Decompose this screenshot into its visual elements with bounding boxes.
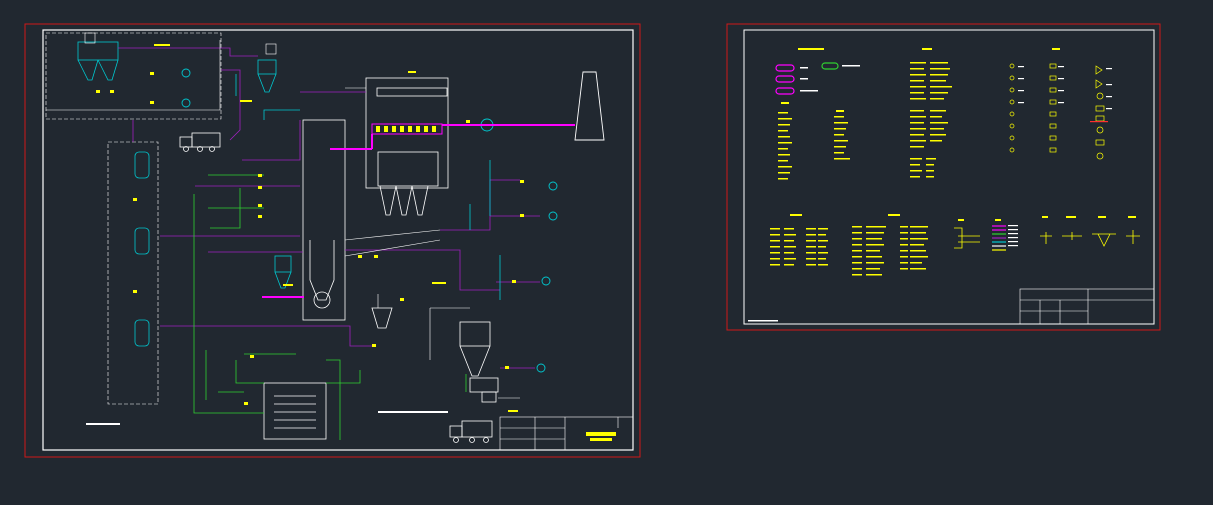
truck-icon [179,132,221,152]
title-block [1019,288,1155,325]
filter-bag-row [371,123,443,135]
drawing-note [378,411,448,413]
bag-filter-unit [365,77,449,216]
legend-table-lower-2 [852,226,928,276]
instrument-symbol-labels [1018,66,1112,110]
hopper-icon [274,255,292,289]
equipment-legend-symbols [954,227,1140,249]
line-type-legend [992,225,1006,251]
line-type-legend-text [1008,225,1018,247]
title-block [499,416,634,451]
drawing-note [748,320,778,322]
small-cyclone [371,307,393,329]
legend-column-3 [910,62,952,178]
line-type-symbols [775,62,839,95]
instrument-tags [154,44,518,412]
process-lines-green [193,174,467,440]
filter-bag-valves [376,126,436,132]
drawing-note [86,423,120,425]
process-lines-magenta [262,124,575,298]
chimney-icon [574,71,605,141]
valve-icon [96,72,524,405]
legend-column-1 [778,112,792,180]
title-text [586,432,616,436]
storage-tank [263,382,327,440]
title-text [590,438,612,441]
tag-box [265,43,277,55]
cyclone-hopper [459,321,499,403]
legend-column-2 [834,116,850,160]
sheet-border [726,23,1161,331]
sheet-border [24,23,641,458]
instrument-symbol-column [1009,63,1105,160]
tag-box [84,32,96,44]
process-flow-diagram-sheet [24,23,641,458]
legend-table-lower-1 [770,228,828,266]
reactor-column [302,119,346,321]
hopper-icon [257,59,277,93]
process-lines-cyan [235,74,501,300]
dashed-unit-box-top [45,32,222,120]
truck-icon [449,420,493,443]
fan-icon [181,68,558,373]
drawing-frame [42,29,634,451]
legend-row-text [800,65,860,92]
drawing-frame [743,29,1155,325]
legend-symbols-sheet [726,23,1161,331]
process-lines-purple [118,47,540,369]
hopper-icon [77,41,119,81]
dashed-unit-box-left [107,141,159,405]
tank-icon [134,151,150,347]
process-lines-white [46,40,520,399]
legend-red-line [1090,121,1108,123]
legend-headings [781,48,1136,221]
